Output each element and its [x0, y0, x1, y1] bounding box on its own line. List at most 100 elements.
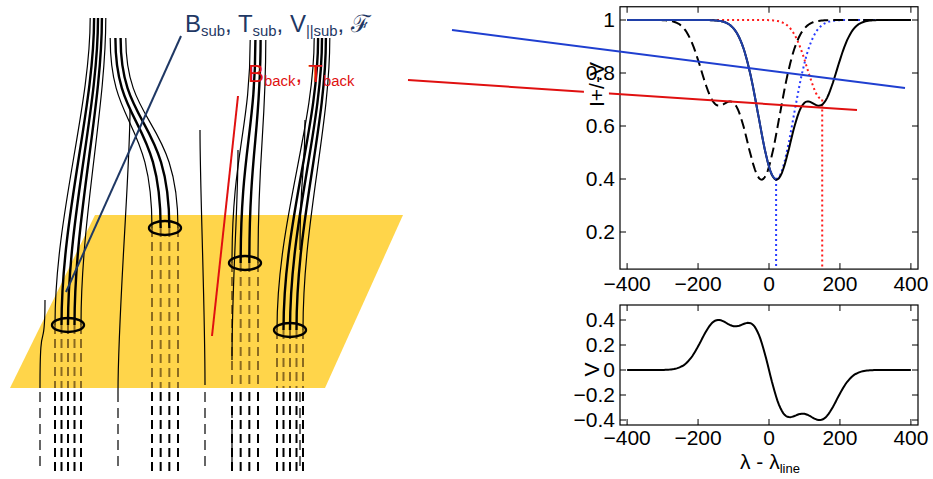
tick-label: 0: [763, 272, 775, 295]
background-field-line: [232, 150, 238, 360]
symbol: B: [248, 60, 264, 87]
subsurface-line: [276, 330, 278, 388]
tube-cross-section: [274, 323, 306, 337]
subsurface-line: [276, 392, 278, 476]
background-parameters: Bback, Tback: [248, 60, 354, 91]
tick-mark: [698, 263, 699, 269]
symbol: λ - λ: [740, 450, 780, 473]
tick-mark: [620, 345, 626, 346]
tick-label: 400: [893, 426, 928, 449]
subsurface-line: [231, 392, 233, 476]
tick-label: 0: [763, 426, 775, 449]
tick-mark: [769, 305, 770, 311]
tick-mark: [910, 419, 911, 425]
tick-mark: [620, 179, 626, 180]
tube-cross-section: [52, 318, 84, 332]
subscript: line: [780, 461, 800, 476]
tick-label: 200: [822, 426, 857, 449]
tick-label: 200: [822, 272, 857, 295]
subsurface-line: [283, 392, 285, 476]
subsurface-line: [74, 325, 76, 388]
background-profile: [627, 20, 821, 99]
tick-mark: [912, 232, 918, 233]
tick-mark: [912, 370, 918, 371]
tick-mark: [839, 305, 840, 311]
background-field-line: [200, 130, 205, 385]
subsurface-line: [74, 392, 76, 476]
subsurface-line: [204, 392, 205, 470]
subsurface-line: [160, 228, 162, 388]
subsurface-line: [289, 330, 291, 388]
subsurface-line: [248, 392, 250, 476]
i-plus-v-profile: [627, 20, 911, 180]
subsurface-line: [117, 392, 118, 470]
subsurface-line: [302, 330, 304, 388]
leader-line: [66, 36, 181, 292]
tube-parameters: Bsub, Tsub, V||sub, ℱ: [185, 10, 371, 41]
subsurface-line: [299, 392, 300, 470]
tick-mark: [620, 420, 626, 421]
tick-mark: [912, 20, 918, 21]
field-line: [62, 18, 95, 325]
subscript: ||sub: [306, 23, 338, 39]
leader-line: [452, 30, 905, 88]
tick-label: 400: [893, 272, 928, 295]
subsurface-line: [248, 263, 250, 388]
tick-mark: [912, 320, 918, 321]
tube-cross-section: [149, 221, 181, 235]
tick-mark: [620, 395, 626, 396]
subsurface-line: [240, 392, 242, 476]
tube-center: [775, 179, 777, 269]
tick-mark: [839, 419, 840, 425]
tick-mark: [769, 419, 770, 425]
background-field-line: [40, 300, 45, 388]
subsurface-line: [296, 392, 298, 476]
background-field-line: [300, 120, 305, 250]
subsurface-line: [257, 392, 259, 476]
tick-label: −200: [674, 426, 721, 449]
subsurface-line: [168, 228, 170, 388]
symbol: , T: [225, 10, 253, 37]
symbol: , ℱ: [338, 10, 371, 37]
tick-mark: [912, 420, 918, 421]
tick-mark: [912, 345, 918, 346]
plot-frames: [620, 7, 918, 425]
subscript: back: [323, 73, 354, 89]
leader-line: [212, 96, 238, 336]
tick-mark: [912, 73, 918, 74]
subsurface-line: [80, 325, 82, 388]
subscript: sub: [253, 23, 277, 39]
subsurface-line: [168, 392, 170, 476]
flux-tubes: [40, 18, 330, 392]
tick-mark: [620, 370, 626, 371]
subsurface-line: [39, 392, 40, 470]
tick-mark: [627, 7, 628, 13]
tick-mark: [627, 419, 628, 425]
tick-mark: [910, 7, 911, 13]
tick-mark: [620, 126, 626, 127]
tick-label: 0.4: [586, 167, 615, 190]
tick-mark: [698, 305, 699, 311]
subsurface-line: [296, 330, 298, 388]
tick-label: −200: [674, 272, 721, 295]
subsurface-line: [54, 392, 56, 476]
x-axis-title: λ - λline: [740, 449, 800, 477]
i-minus-v-profile: [627, 20, 911, 180]
subsurface-line: [302, 392, 304, 476]
tick-mark: [912, 179, 918, 180]
tick-mark: [627, 263, 628, 269]
tick-mark: [910, 263, 911, 269]
tick-mark: [769, 263, 770, 269]
subsurface-line: [289, 392, 291, 476]
tick-mark: [912, 126, 918, 127]
tick-mark: [620, 73, 626, 74]
subsurface-line: [283, 330, 285, 388]
tick-mark: [839, 7, 840, 13]
subsurface-lines: [40, 228, 303, 476]
field-line: [126, 38, 178, 228]
subsurface-line: [54, 325, 56, 388]
tick-mark: [839, 263, 840, 269]
symbol: , V: [277, 10, 306, 37]
